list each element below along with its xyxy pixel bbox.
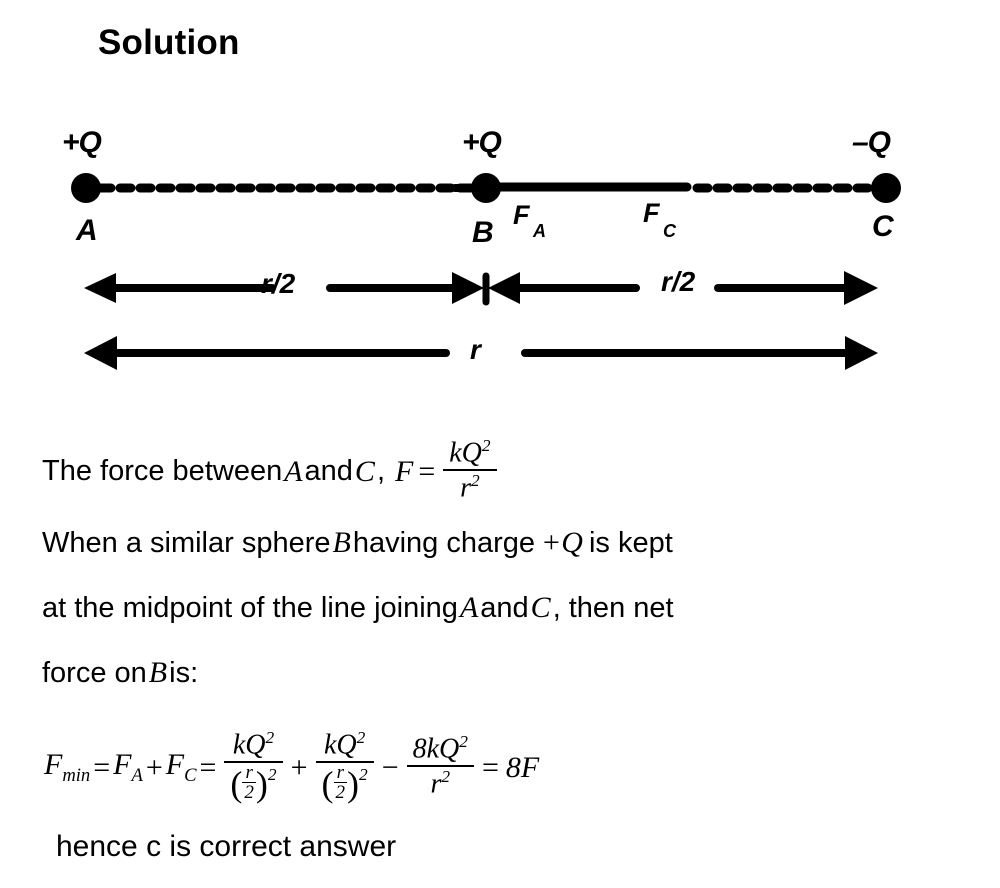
line3-comma: ,	[552, 591, 561, 624]
dimension-full-arrow-left	[84, 336, 450, 370]
line4-post-text: is:	[169, 656, 199, 689]
eq-term-5-denominator: r2	[430, 767, 451, 800]
eq-equals-3: =	[481, 751, 499, 785]
statement-line-2: When a similar sphere B having charge +Q…	[42, 528, 673, 558]
line3-mid-text: and	[480, 591, 529, 624]
eq-lhs: Fmin	[44, 748, 91, 787]
force-label-fa-subscript: A	[533, 221, 546, 241]
eq-term-fc: FC	[165, 748, 197, 787]
dimension-left-half-arrow	[84, 273, 276, 303]
sphere-a	[71, 173, 101, 203]
line1-pre-text: The force between	[42, 455, 283, 488]
point-label-b: B	[472, 216, 494, 249]
fraction-bar	[224, 760, 283, 763]
eq-result: 8F	[505, 751, 540, 785]
fraction-bar	[406, 765, 474, 768]
eq-minus: −	[381, 751, 399, 785]
eq-term-fa: FA	[113, 748, 143, 787]
charge-label-b: +Q	[462, 126, 502, 159]
line2-mid-text: having charge	[352, 526, 536, 559]
point-label-c: C	[872, 210, 894, 243]
line4-var-b: B	[148, 656, 168, 689]
line1-fraction-denominator: r2	[460, 470, 480, 504]
line3-pre-text: at the midpoint of the line joining	[42, 591, 458, 624]
conclusion-text: hence c is correct answer	[56, 830, 397, 863]
force-label-fc-subscript: C	[663, 221, 676, 241]
dimension-right-half-arrow-right	[714, 271, 878, 305]
line3-var-a: A	[459, 591, 479, 624]
line2-post-text: is kept	[588, 526, 673, 559]
force-label-fa-symbol: F	[513, 200, 530, 230]
line1-equals: =	[418, 454, 436, 488]
diagram-canvas	[71, 173, 901, 370]
point-label-a: A	[76, 214, 98, 247]
dimension-full-arrow-right	[521, 336, 878, 370]
line1-fraction: kQ2 r2	[443, 436, 497, 504]
eq-equals-2: =	[199, 751, 217, 785]
dimension-right-half-arrow-left	[488, 272, 640, 304]
eq-term-5-numerator: 8kQ2	[412, 732, 468, 765]
dimension-label-right-half: r/2	[661, 266, 696, 297]
dimension-label-left-half: r/2	[261, 268, 296, 299]
line2-pre-text: When a similar sphere	[42, 526, 331, 559]
line1-var-c: C	[354, 454, 375, 488]
page-title: Solution	[98, 23, 240, 62]
line1-var-a: A	[284, 454, 303, 488]
force-diagram: +Q A +Q B –Q C F A F C r/2 r/2 r	[0, 110, 1000, 390]
dimension-left-half-arrow-right	[326, 272, 484, 304]
line1-comma: ,	[376, 455, 385, 488]
statement-line-1: The force between A and C , F = kQ2 r2	[42, 436, 502, 505]
line3-post-text: then net	[568, 591, 674, 624]
line4-pre-text: force on	[42, 656, 147, 689]
line2-var-b: B	[332, 526, 351, 559]
eq-plus-2: +	[290, 751, 308, 785]
eq-plus-1: +	[145, 751, 163, 785]
eq-equals-1: =	[93, 751, 111, 785]
statement-line-4: force on B is:	[42, 658, 198, 688]
statement-line-3: at the midpoint of the line joining A an…	[42, 593, 674, 623]
eq-term-5-fraction: 8kQ2 r2	[406, 732, 474, 800]
eq-term-4-numerator: kQ2	[323, 728, 366, 761]
line3-var-c: C	[530, 591, 551, 624]
line1-fraction-numerator: kQ2	[449, 436, 491, 469]
charge-label-c: –Q	[852, 126, 891, 159]
fraction-bar	[315, 760, 374, 763]
dimension-label-full: r	[470, 334, 481, 365]
line2-charge: +Q	[541, 526, 583, 559]
line1-mid-text: and	[304, 455, 353, 488]
fraction-bar	[443, 468, 497, 471]
sphere-c	[871, 173, 901, 203]
eq-term-3-numerator: kQ2	[232, 728, 275, 761]
force-label-fc-symbol: F	[643, 198, 660, 228]
line1-force-symbol: F	[395, 454, 414, 488]
charge-label-a: +Q	[62, 126, 102, 159]
sphere-b	[471, 173, 501, 203]
